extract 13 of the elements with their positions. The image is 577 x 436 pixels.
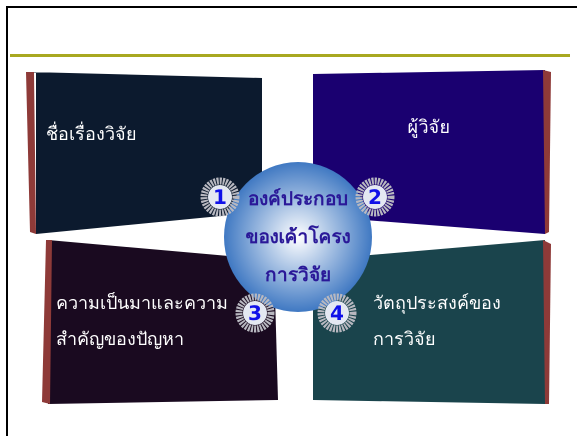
- number-badge: [317, 293, 357, 333]
- badge-number: 4: [330, 301, 344, 325]
- panel-label: ชื่อเรื่องวิจัย: [46, 124, 137, 145]
- number-badge: [355, 177, 395, 217]
- hub-label: องค์ประกอบของเค้าโครงการวิจัย: [244, 187, 352, 288]
- panel-label: ผู้วิจัย: [408, 117, 450, 138]
- number-badge: [200, 177, 240, 217]
- badge-number: 1: [213, 185, 227, 209]
- badge-number: 2: [368, 185, 382, 209]
- badge-number: 3: [248, 301, 262, 325]
- number-badge: [235, 293, 275, 333]
- panel-label: วัตถุประสงค์ของการวิจัย: [373, 293, 501, 350]
- panel-label: ความเป็นมาและความสำคัญของปัญหา: [56, 293, 228, 350]
